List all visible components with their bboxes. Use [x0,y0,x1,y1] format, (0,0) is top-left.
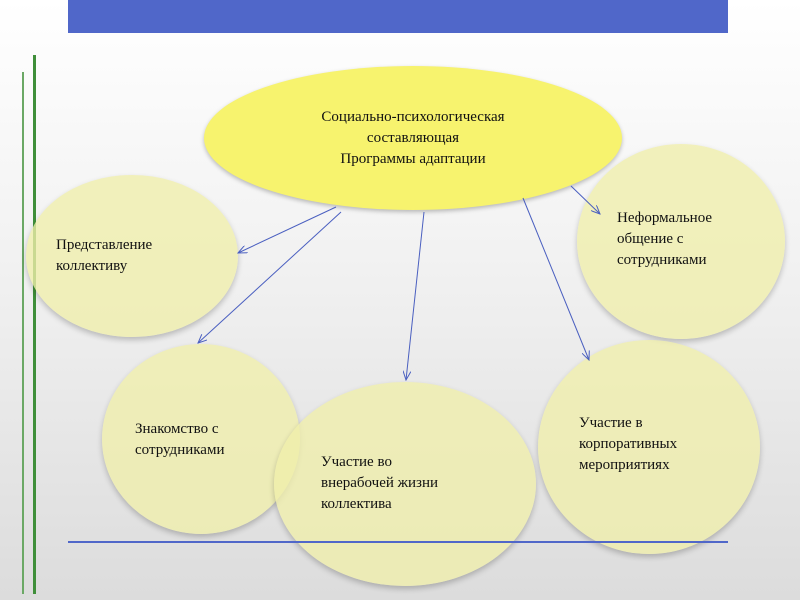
central-line-2: составляющая [366,130,460,146]
side-accent-line-inner [22,72,24,594]
node-informal-bubble [577,144,785,339]
informal-line-1: Неформальное [617,210,713,226]
central-concept-bubble [204,66,622,210]
team-line-2: коллективу [56,258,128,274]
colleagues-line-2: сотрудниками [135,442,225,458]
extra-work-line-3: коллектива [321,496,392,512]
corporate-line-3: мероприятиях [579,457,670,473]
arrow-to-colleagues [198,211,342,343]
node-team-label: Представление коллективу [56,235,152,277]
informal-line-3: сотрудниками [617,252,707,268]
extra-work-line-1: Участие во [321,454,392,470]
node-team-bubble [26,175,238,337]
top-title-bar [68,0,728,33]
node-colleagues-bubble [102,344,300,534]
team-line-1: Представление [56,237,153,253]
informal-line-2: общение с [617,231,684,247]
central-line-3: Программы адаптации [340,151,486,167]
corporate-line-1: Участие в [579,415,643,431]
arrow-to-informal [570,185,600,214]
node-extra-work-label: Участие во внерабочей жизни коллектива [321,452,438,515]
central-concept-label: Социально-психологическая составляющая П… [250,107,576,170]
node-corporate-label: Участие в корпоративных мероприятиях [579,413,677,476]
node-extra-work-bubble [274,382,536,586]
arrow-to-team [238,206,337,253]
arrow-to-extra-work [406,211,425,380]
side-accent-line-outer [33,55,36,594]
corporate-line-2: корпоративных [579,436,678,452]
central-line-1: Социально-психологическая [321,109,505,125]
node-colleagues-label: Знакомство с сотрудниками [135,419,224,461]
bottom-divider-line [68,541,728,543]
arrow-to-corporate [522,197,589,360]
node-informal-label: Неформальное общение с сотрудниками [617,208,712,271]
colleagues-line-1: Знакомство с [135,421,219,437]
extra-work-line-2: внерабочей жизни [321,475,439,491]
node-corporate-bubble [538,340,760,554]
